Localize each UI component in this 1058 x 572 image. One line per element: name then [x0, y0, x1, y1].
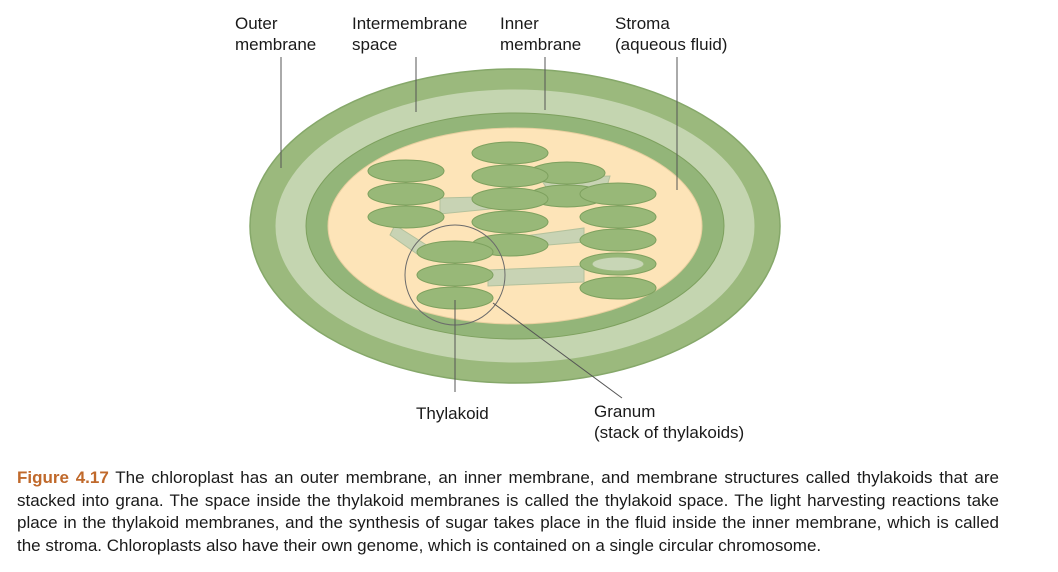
leader-lines: [280, 57, 678, 399]
figure-number: Figure 4.17: [17, 468, 109, 487]
label-inner-line1: Inner: [500, 14, 539, 33]
figure-caption: Figure 4.17 The chloroplast has an outer…: [17, 467, 999, 557]
granum-right: [579, 182, 657, 300]
label-stroma-line1: Stroma: [615, 14, 670, 33]
label-outer-line1: Outer: [235, 14, 278, 33]
label-outer-membrane: Outer membrane: [235, 13, 316, 55]
label-granum-line2: (stack of thylakoids): [594, 423, 745, 442]
label-inner-line2: membrane: [500, 35, 582, 54]
label-thylakoid: Thylakoid: [416, 403, 489, 424]
caption-text: The chloroplast has an outer membrane, a…: [17, 468, 999, 555]
label-inner-membrane: Inner membrane: [500, 13, 581, 55]
label-granum-line1: Granum: [594, 402, 656, 421]
label-thylakoid-text: Thylakoid: [416, 404, 489, 423]
granum-left: [367, 159, 445, 229]
label-inter-line1: Intermembrane: [352, 14, 468, 33]
label-outer-line2: membrane: [235, 35, 317, 54]
label-granum: Granum (stack of thylakoids): [594, 401, 744, 443]
label-inter-line2: space: [352, 35, 398, 54]
thylakoid-space-highlight: [591, 256, 645, 272]
granum-center: [471, 141, 549, 257]
label-stroma-line2: (aqueous fluid): [615, 35, 728, 54]
granum-circled: [416, 240, 494, 310]
chloroplast-diagram: [249, 57, 781, 399]
label-intermembrane-space: Intermembrane space: [352, 13, 467, 55]
label-stroma: Stroma (aqueous fluid): [615, 13, 727, 55]
